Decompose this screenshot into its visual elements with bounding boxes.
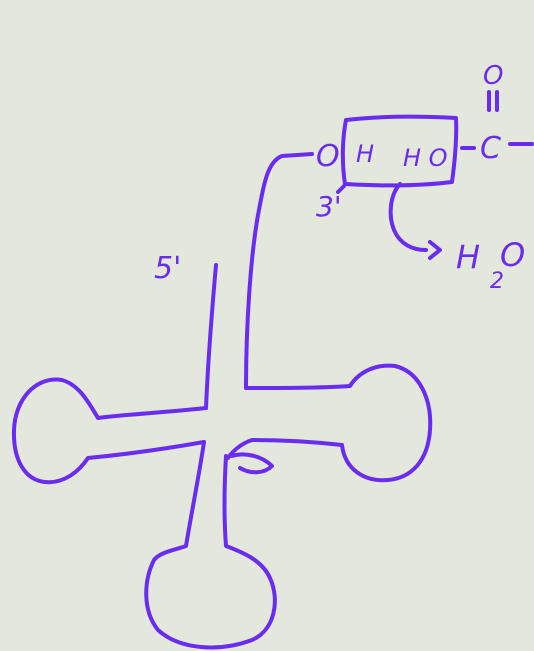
three-prime-strand xyxy=(244,152,314,390)
right-arm-loop xyxy=(226,363,433,483)
five-prime-label: 5' xyxy=(154,251,181,286)
water-arrow xyxy=(388,182,428,252)
carbonyl-oxygen-label: O xyxy=(483,61,503,91)
three-prime-tick xyxy=(336,184,346,194)
water-subscript-label: 2 xyxy=(490,269,504,294)
water-arrow-head xyxy=(428,240,442,260)
bottom-arm-loop xyxy=(144,440,277,650)
ho-label: H O xyxy=(403,144,448,172)
water-o-label: O xyxy=(500,236,525,274)
water-h-label: H xyxy=(456,238,480,276)
oh-hydrogen-label: H xyxy=(356,140,374,168)
oxygen-label: O xyxy=(316,139,340,174)
condensation-box xyxy=(340,114,459,188)
center-small-loop xyxy=(230,452,274,475)
carbon-label: C xyxy=(480,131,501,166)
five-prime-strand xyxy=(204,263,218,410)
three-prime-label: 3' xyxy=(316,190,342,223)
left-arm-loop xyxy=(11,377,208,485)
